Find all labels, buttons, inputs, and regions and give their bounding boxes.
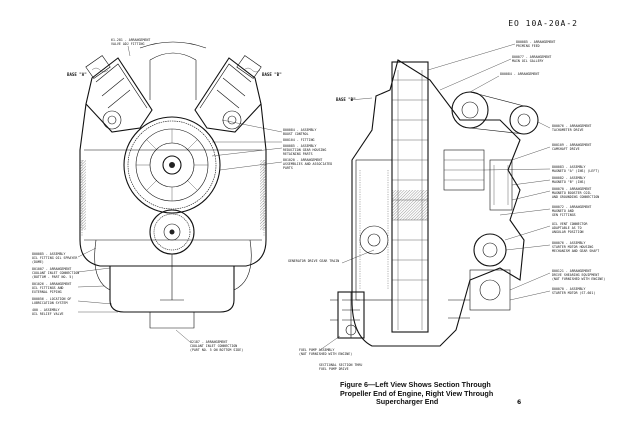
right-label-section-2: FUEL PUMP DRIVE bbox=[319, 367, 349, 371]
right-label-magB-2: MAGNETO "B" (INS) bbox=[552, 180, 586, 184]
right-label-vent-2: ADAPTABLE AS TO bbox=[552, 226, 582, 230]
right-label-genfit-1: 800072 - ARRANGEMENT bbox=[552, 205, 591, 209]
left-label-bottom-3: (PART NO. 5 ON BOTTOM SIDE) bbox=[190, 348, 243, 352]
right-label-cam-2: CAMSHAFT DRIVE bbox=[552, 147, 580, 151]
left-label-lube-1: 800056 - LOCATION OF bbox=[32, 297, 71, 301]
left-label-boost-1: 800084 - ASSEMBLY bbox=[283, 128, 317, 132]
left-label-bottom-2: COOLANT INLET CONNECTION bbox=[190, 344, 237, 348]
left-label-oilspray-2: OIL FITTING OIL SPRAYER bbox=[32, 256, 77, 260]
right-label-generator: GENERATOR DRIVE GEAR TRAIN bbox=[288, 259, 339, 263]
left-view-base-a: BASE "A" bbox=[67, 72, 87, 77]
left-label-coolant-2: COOLANT INLET CONNECTION bbox=[32, 271, 79, 275]
right-label-oilgallery-1: 800077 - ARRANGEMENT bbox=[512, 55, 551, 59]
left-label-lube-2: LUBRICATION SYSTEM bbox=[32, 301, 67, 305]
crankcase-outline bbox=[79, 103, 267, 267]
right-label-genfit-2: MAGNETO AND bbox=[552, 209, 574, 213]
right-label-column: 800076 - ARRANGEMENT TACHOMETER DRIVE 80… bbox=[552, 124, 605, 295]
left-label-oilspray-3: (DOME) bbox=[32, 260, 44, 264]
right-label-tach-1: 800076 - ARRANGEMENT bbox=[552, 124, 591, 128]
left-view-propeller-end: BASE "A" BASE "B" 61-281 - ARRANGEMENT V… bbox=[32, 38, 332, 352]
right-label-shear-2: DRIVE SHEARING EQUIPMENT bbox=[552, 273, 599, 277]
right-label-magA-2: MAGNETO "A" (INS) (LEFT) bbox=[552, 169, 599, 173]
caption-line-1: Figure 6—Left View Shows Section Through bbox=[340, 380, 491, 389]
right-label-coil-3: AND GROUNDING CONNECTION bbox=[552, 195, 599, 199]
right-view-base-b: BASE "B" bbox=[336, 97, 356, 102]
left-label-valve-line2: VALVE ADJ FITTING bbox=[111, 42, 145, 46]
right-label-vent-3: ANGULAR POSITION bbox=[552, 230, 584, 234]
right-label-starter-3: MECHANISM AND GEAR SHAFT bbox=[552, 249, 599, 253]
right-label-fuelpump-2: (NOT FURNISHED WITH ENGINE) bbox=[299, 352, 352, 356]
right-label-coil-1: 800070 - ARRANGEMENT bbox=[552, 187, 591, 191]
left-label-assemblies-1: 801020 - ARRANGEMENT bbox=[283, 158, 322, 162]
right-label-cam-1: 800109 - ARRANGEMENT bbox=[552, 143, 591, 147]
figure-caption: Figure 6—Left View Shows Section Through… bbox=[340, 380, 540, 407]
left-label-reduction-3: RETAINING PARTS bbox=[283, 152, 313, 156]
left-label-oilpipe-1: 801026 - ARRANGEMENT bbox=[32, 282, 71, 286]
left-label-fitting: 800104 - FITTING bbox=[283, 138, 315, 142]
right-label-starter-1: 800076 - ASSEMBLY bbox=[552, 241, 586, 245]
right-label-motor-2: STARTER MOTOR (ST-601) bbox=[552, 291, 595, 295]
right-label-tach-2: TACHOMETER DRIVE bbox=[552, 128, 584, 132]
right-label-priming-1: 800085 - ARRANGEMENT bbox=[516, 40, 555, 44]
right-label-magA-1: 800083 - ASSEMBLY bbox=[552, 165, 586, 169]
page-number: 6 bbox=[517, 399, 522, 406]
left-label-relief-2: OIL RELIEF VALVE bbox=[32, 312, 64, 316]
right-label-oilgallery-2: MAIN OIL GALLERY bbox=[512, 59, 544, 63]
left-view-base-b: BASE "B" bbox=[262, 72, 282, 77]
left-cylinder-bank bbox=[85, 57, 153, 133]
right-label-section-1: SECTIONAL SECTION THRU bbox=[319, 363, 362, 367]
caption-line-2: Propeller End of Engine, Right View Thro… bbox=[340, 388, 494, 398]
left-label-oilpipe-3: EXTERNAL PIPING bbox=[32, 290, 62, 294]
left-label-reduction-1: 800085 - ASSEMBLY bbox=[283, 144, 317, 148]
left-label-assemblies-2: ASSEMBLIES AND ASSOCIATED bbox=[283, 162, 332, 166]
left-label-reduction-2: REDUCTION GEAR HOUSING bbox=[283, 148, 326, 152]
right-label-motor-1: 800070 - ASSEMBLY bbox=[552, 287, 586, 291]
supercharger-outline bbox=[351, 59, 525, 347]
right-label-magB-1: 800082 - ASSEMBLY bbox=[552, 176, 586, 180]
left-label-oilspray-1: 800085 - ASSEMBLY bbox=[32, 252, 66, 256]
left-label-oilpipe-2: OIL FITTINGS AND bbox=[32, 286, 64, 290]
right-label-shear-3: (NOT FURNISHED WITH ENGINE) bbox=[552, 277, 605, 281]
left-label-assemblies-3: PARTS bbox=[283, 166, 293, 170]
left-label-coolant-1: 801007 - ARRANGEMENT bbox=[32, 267, 71, 271]
right-label-vent-1: OIL VENT CONNECTOR bbox=[552, 222, 587, 226]
right-label-shear-1: 800121 - ARRANGEMENT bbox=[552, 269, 591, 273]
left-label-relief-1: 400 - ASSEMBLY bbox=[32, 308, 60, 312]
right-label-coil-2: MAGNETO BOOSTER COIL bbox=[552, 191, 591, 195]
left-label-coolant-3: (BOTTOM - PART NO. 5) bbox=[32, 275, 73, 279]
reduction-gear bbox=[123, 116, 221, 214]
right-label-starter-2: STARTER MOTOR HOUSING bbox=[552, 245, 593, 249]
right-view-supercharger-end: BASE "B" 800085 - ARRANGEMENT PRIMING FE… bbox=[288, 40, 605, 371]
caption-line-3: Supercharger End bbox=[376, 397, 439, 407]
document-number: EO 10A-20A-2 bbox=[508, 19, 578, 28]
left-label-boost-2: BOOST CONTROL bbox=[283, 132, 309, 136]
left-label-valve-line1: 61-281 - ARRANGEMENT bbox=[111, 38, 150, 42]
right-label-arr-3: 800084 - ARRANGEMENT bbox=[500, 72, 539, 76]
right-label-genfit-3: GEN FITTINGS bbox=[552, 213, 576, 217]
right-label-priming-2: PRIMING FEED bbox=[516, 44, 540, 48]
left-label-bottom-1: 82187 - ARRANGEMENT bbox=[190, 340, 227, 344]
right-label-fuelpump-1: FUEL PUMP ASSEMBLY bbox=[299, 348, 334, 352]
